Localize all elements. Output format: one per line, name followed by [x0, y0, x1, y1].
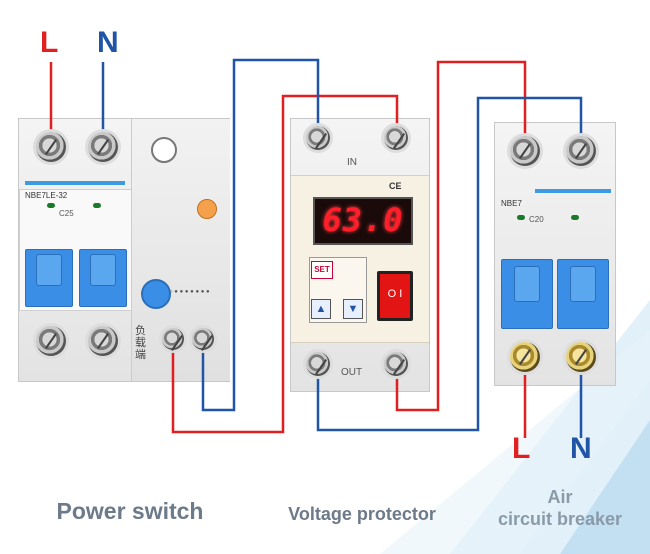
power-switch-lever-right-housing: [79, 249, 127, 307]
voltage-protector-display-value: 63.0: [322, 201, 404, 239]
voltage-protector-down-button[interactable]: ▼: [343, 299, 363, 319]
voltage-protector-ce-mark: CE: [389, 181, 402, 191]
air-breaker-bottom-terminal-N: [566, 342, 596, 372]
air-breaker-lever-right-housing: [557, 259, 609, 329]
power-switch-indicator: [47, 203, 55, 208]
power-switch-test-button[interactable]: [197, 199, 217, 219]
voltage-protector-set-button[interactable]: SET: [311, 261, 333, 279]
air-breaker-model: NBE7: [501, 199, 522, 208]
power-switch-model: NBE7LE-32: [25, 191, 68, 200]
air-breaker-indicator-2: [571, 215, 579, 220]
voltage-protector-in-terminal-N: [306, 126, 330, 150]
power-switch-strip: [25, 181, 125, 185]
neutral-label-output: N: [570, 432, 592, 465]
air-breaker-indicator: [517, 215, 525, 220]
power-switch-lever-left-housing: [25, 249, 73, 307]
power-switch-rating: C25: [59, 209, 74, 218]
power-switch-indicator-2: [93, 203, 101, 208]
power-switch-bottom-terminal-2: [88, 326, 118, 356]
air-breaker-body: NBE7 C20: [494, 122, 616, 386]
air-breaker-strip: [535, 189, 611, 193]
line-label-output: L: [512, 432, 531, 465]
air-breaker-lever-right[interactable]: [570, 266, 596, 302]
power-switch-top-terminal-L: [36, 132, 66, 162]
voltage-protector-out-terminal-L: [384, 352, 408, 376]
air-breaker-bottom-terminal-L: [510, 342, 540, 372]
voltage-protector-caption: Voltage protector: [288, 504, 436, 524]
power-switch-reset-button[interactable]: [141, 279, 171, 309]
air-breaker-caption: Air circuit breaker: [480, 486, 640, 530]
air-breaker-top-terminal-L: [510, 136, 540, 166]
power-switch-load-terminal-N: [192, 328, 214, 350]
voltage-protector-in-terminal-L: [384, 126, 408, 150]
power-switch-lever-left[interactable]: [36, 254, 62, 286]
power-switch-caption: Power switch: [56, 498, 204, 524]
voltage-protector-out-terminal-N: [306, 352, 330, 376]
air-breaker-lever-left-housing: [501, 259, 553, 329]
air-breaker-lever-left[interactable]: [514, 266, 540, 302]
air-breaker-caption-line1: Air: [547, 487, 573, 507]
line-label-input: L: [40, 26, 59, 59]
power-switch-load-terminal-L: [162, 328, 184, 350]
air-breaker-rating: C20: [529, 215, 544, 224]
voltage-protector-body: IN CE 63.0 SET ▲ ▼ O I OUT: [290, 118, 430, 392]
air-breaker-top-terminal-N: [566, 136, 596, 166]
power-switch-lever-right[interactable]: [90, 254, 116, 286]
power-switch-panel-text: 负载端: [135, 325, 146, 361]
air-breaker-caption-line2: circuit breaker: [497, 509, 623, 529]
voltage-protector-power-switch[interactable]: O I: [377, 271, 413, 321]
power-switch-test-window: [151, 137, 177, 163]
voltage-protector-out-label: OUT: [341, 367, 363, 378]
power-switch-rcd-text: ○ ● ● ● ● ● ● ●: [169, 289, 210, 295]
power-switch-top-terminal-N: [88, 132, 118, 162]
power-switch-bottom-terminal-1: [36, 326, 66, 356]
voltage-protector-display: 63.0: [313, 197, 413, 245]
neutral-label-input: N: [97, 26, 119, 59]
voltage-protector-up-button[interactable]: ▲: [311, 299, 331, 319]
voltage-protector-in-label: IN: [347, 157, 357, 168]
